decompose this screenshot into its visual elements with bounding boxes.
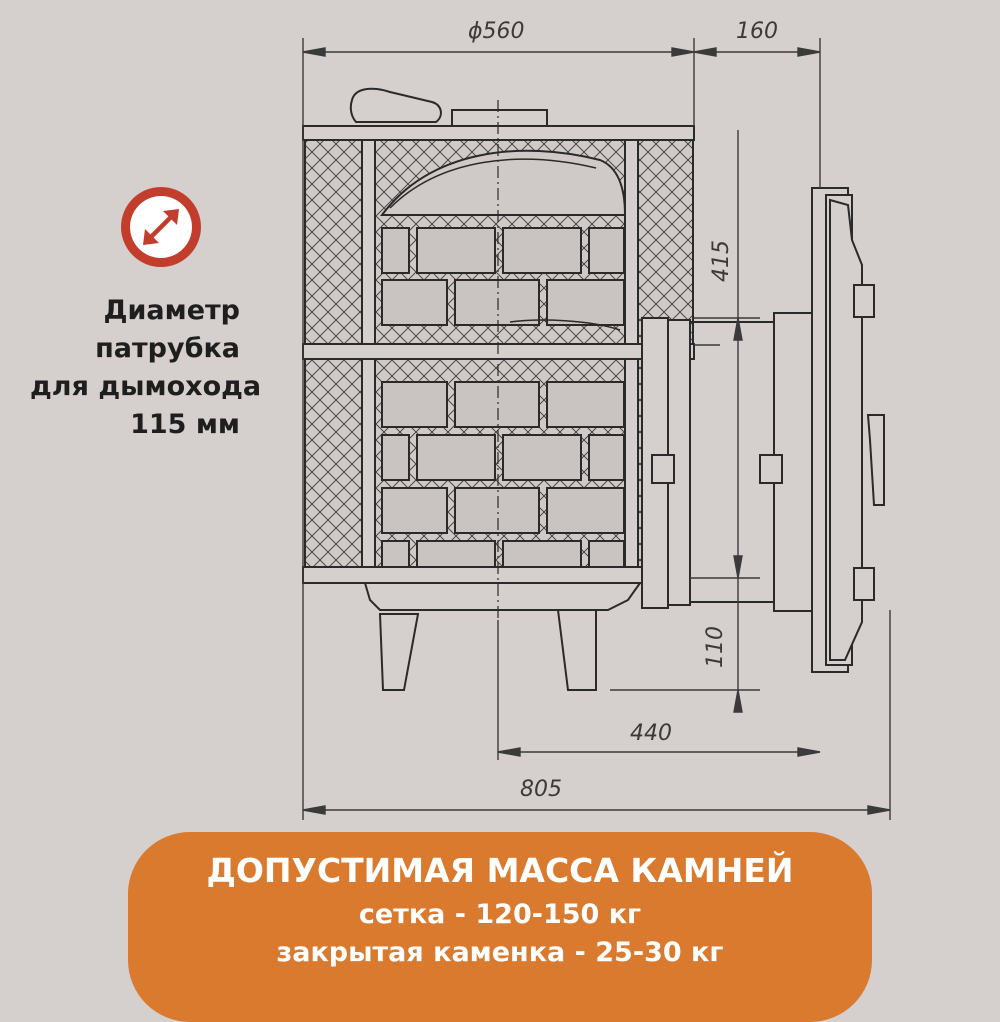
chimney-label-line: патрубка <box>95 333 240 364</box>
door <box>811 187 885 673</box>
chimney-label-line: Диаметр <box>103 295 240 326</box>
leg-right <box>556 609 597 691</box>
leg-left <box>378 613 420 691</box>
stove-base <box>318 582 641 611</box>
dim-depth-inner: 440 <box>630 721 672 746</box>
banner-closed-line: закрытая каменка - 25-30 кг <box>276 937 724 968</box>
chimney-label-line: для дымохода <box>30 371 262 402</box>
stone-mass-text: ДОПУСТИМАЯ МАССА КАМНЕЙ сетка - 120-150 … <box>128 846 872 972</box>
dim-height-lower: 110 <box>703 626 728 668</box>
diagonal-double-arrow-icon <box>119 185 203 269</box>
brick-wall <box>381 227 625 568</box>
dim-diameter: ϕ560 <box>468 19 525 44</box>
stove-drawing: ϕ560 160 415 110 440 805 <box>302 19 891 820</box>
top-plate <box>451 109 548 127</box>
dimension-lines <box>302 38 891 820</box>
dim-top-right: 160 <box>736 19 778 44</box>
banner-title: ДОПУСТИМАЯ МАССА КАМНЕЙ <box>206 851 794 890</box>
banner-mesh-line: сетка - 120-150 кг <box>358 899 642 930</box>
chimney-label-line: 115 мм <box>130 409 240 440</box>
stone-mass-banner <box>128 832 872 1022</box>
chimney-diameter-label: Диаметр патрубка для дымохода 115 мм <box>30 292 262 444</box>
dim-depth-total: 805 <box>520 777 562 802</box>
chimney-pipe <box>349 87 442 123</box>
firebox-tunnel <box>641 312 813 612</box>
dim-height-upper: 415 <box>709 240 734 282</box>
